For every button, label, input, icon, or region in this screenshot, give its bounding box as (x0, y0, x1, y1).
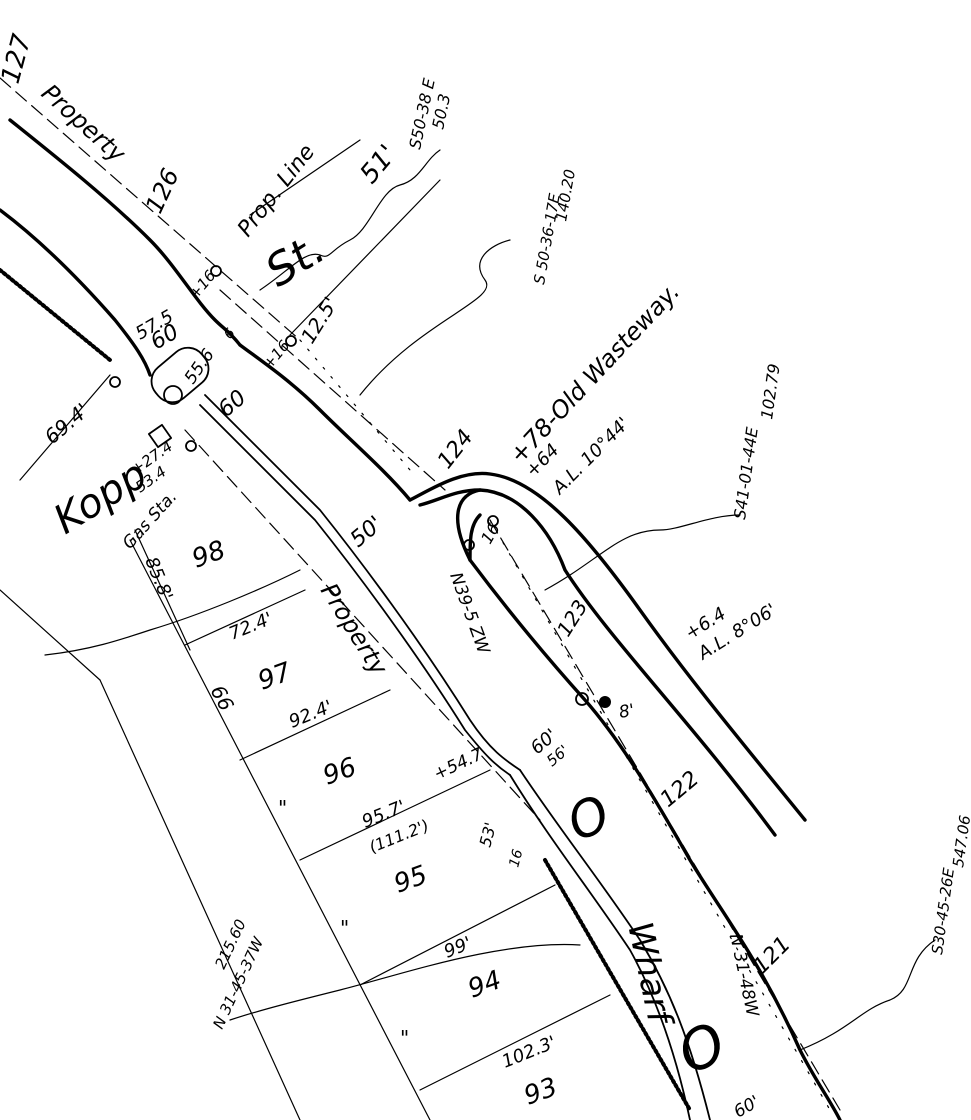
dim-99-label: 99' (441, 933, 475, 963)
station-121-label: 121 (749, 932, 796, 979)
markers (109, 265, 611, 708)
lot-line-97-96 (239, 689, 391, 761)
fence-wharf (489, 519, 831, 1111)
stake-marker-6 (463, 539, 475, 551)
dim-50-label: 50' (346, 512, 388, 553)
station-127-label: 127 (0, 31, 38, 87)
bearing-s30-label: S30-45-26E (928, 866, 958, 955)
stake-marker-7 (575, 692, 589, 706)
dim-72-4-label: 72.4' (226, 608, 276, 644)
bearing-n31-48w-label: N 31-48W (725, 932, 762, 1020)
leaders (44, 149, 936, 1051)
wasteway-outer (408, 471, 807, 822)
leader-s50-36 (359, 239, 511, 396)
station-126-label: 126 (140, 164, 185, 217)
street-st-label: St. (257, 223, 334, 298)
street-line (249, 139, 361, 216)
bearing-s30-dist: 547.06 (949, 814, 971, 868)
lot-96-label: 96 (319, 752, 360, 792)
property-lower-label: Property (315, 578, 393, 680)
dim-60-b-label: 60 (214, 385, 252, 422)
dim-51-label: 51' (354, 139, 403, 189)
annotations: 127 Property 126 Prop. Line 51' St. S50-… (0, 31, 971, 1120)
stake-marker-5 (487, 515, 499, 527)
wharf-edge (519, 769, 711, 1120)
structure-box (150, 346, 210, 404)
bearing-s41-label: S41-01-44E (730, 425, 762, 521)
leader-n31 (229, 943, 581, 1021)
ditto-b: " (340, 916, 349, 940)
stake-marker-2 (285, 335, 297, 347)
lot-93-label: 93 (520, 1072, 561, 1112)
property-line-lower (184, 429, 541, 821)
lot-99-label: 66 (206, 681, 239, 715)
bearing-s50-36-dist: 140.20 (552, 168, 579, 223)
lot-95-label: 95 (390, 860, 431, 900)
dim-55-6-label: 55.6 (181, 345, 219, 388)
leader-s30 (799, 939, 936, 1051)
lot-line-98-97 (184, 589, 306, 646)
stake-marker-8 (599, 696, 611, 708)
lot-line-96-95 (299, 769, 491, 861)
leader-s41 (544, 514, 741, 591)
property-upper-label: Property (36, 79, 132, 169)
dim-125-label: 12.5' (296, 293, 343, 348)
big-o-a: O (559, 784, 619, 853)
lot-line-94-93 (419, 994, 611, 1091)
dim-16-b-label: 16 (506, 848, 526, 869)
plus16-b-label: +16 (259, 337, 293, 373)
wasteway-bottom-curve (468, 513, 482, 562)
stake-marker-3 (109, 376, 121, 388)
road-outlines (0, 118, 842, 1120)
station-124-label: 124 (433, 425, 479, 473)
stake-marker-1 (210, 265, 222, 277)
dim-102-3-label: 102.3' (499, 1032, 559, 1073)
dim-8-label: 8' (617, 701, 636, 723)
dim-85-8-label: 85.8' (140, 554, 176, 604)
dim-16-label: 16 (477, 520, 504, 547)
hatch-wharf (543, 858, 692, 1112)
road-edge-center-left (204, 394, 521, 771)
lot-boundary-outer (0, 589, 101, 681)
lot-line-95-94 (359, 884, 556, 986)
lot-boundary-left (129, 539, 431, 1120)
dim-54-7-label: +54.7 (431, 744, 487, 784)
road-edge-center-left-2 (199, 404, 511, 776)
kopp-dim-line (19, 374, 111, 481)
plus16-a-label: +16 (185, 267, 219, 303)
dim-53-label: 53' (476, 820, 501, 849)
dim-60-bottom-label: 60' (731, 1092, 764, 1120)
leader-old-a (44, 569, 301, 656)
lot-98-side (134, 529, 191, 651)
property-line-center (219, 289, 446, 491)
fence-lines (0, 268, 831, 1112)
ditto-a: " (278, 796, 287, 820)
property-line-wharf (489, 519, 841, 1111)
property-line-upper (0, 77, 301, 341)
road-edge-center-right (238, 343, 412, 502)
hatch-left (0, 268, 112, 362)
station-122-label: 122 (656, 766, 704, 812)
lot-94-label: 94 (464, 965, 505, 1005)
stake-marker-4 (185, 440, 197, 452)
wasteway-inner-tip (455, 488, 842, 1120)
ditto-c: " (400, 1026, 409, 1050)
street-line-2 (289, 179, 441, 336)
lot-98-label: 98 (188, 535, 229, 575)
leader-s50-38e (259, 149, 441, 291)
wharf-label: Wharf (619, 919, 680, 1032)
dim-69-4-label: 69.4' (40, 398, 94, 449)
lot-boundary-outer-2 (99, 679, 301, 1120)
road-edge-top (8, 118, 242, 347)
lot-97-label: 97 (254, 657, 296, 697)
wharf-edge-2 (509, 774, 691, 1120)
bearing-s41-dist: 102.79 (757, 362, 784, 420)
wasteway-inner (418, 488, 777, 837)
road-edge-left (0, 208, 152, 377)
fence-center (299, 339, 411, 471)
property-lines (0, 77, 841, 1120)
circle-marker-main (163, 385, 183, 405)
gas-pump-box (147, 423, 173, 449)
